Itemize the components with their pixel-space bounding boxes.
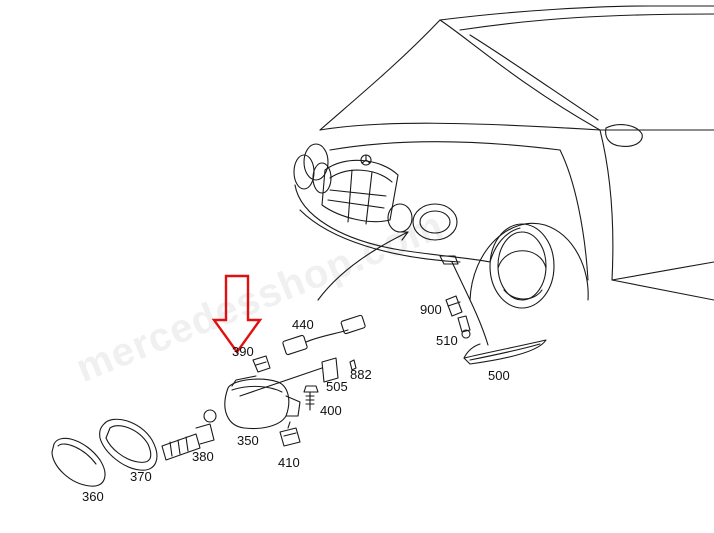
side-indicator-500 (463, 339, 547, 365)
callout-360: 360 (82, 489, 104, 504)
callout-390: 390 (232, 344, 254, 359)
connector-505 (321, 357, 339, 383)
highlight-arrow (211, 274, 263, 355)
cable-440 (282, 314, 366, 356)
lens-360 (51, 437, 106, 487)
clip-882 (349, 359, 357, 371)
callout-882: 882 (350, 367, 372, 382)
callout-350: 350 (237, 433, 259, 448)
callout-510: 510 (436, 333, 458, 348)
callout-440: 440 (292, 317, 314, 332)
callout-900: 900 (420, 302, 442, 317)
callout-400: 400 (320, 403, 342, 418)
callout-505: 505 (326, 379, 348, 394)
bulb-510 (457, 315, 471, 339)
callout-380: 380 (192, 449, 214, 464)
bulb-380 (161, 409, 217, 461)
callout-370: 370 (130, 469, 152, 484)
bulb-holder-900 (445, 295, 463, 317)
callout-410: 410 (278, 455, 300, 470)
leader-arrow-left (317, 231, 409, 301)
gasket-370 (99, 418, 158, 471)
fog-lamp-350 (224, 375, 301, 430)
car-outline (293, 5, 714, 309)
clip-410 (279, 421, 301, 447)
callout-500: 500 (488, 368, 510, 383)
bracket-390 (252, 355, 271, 373)
screw-400 (303, 385, 319, 411)
